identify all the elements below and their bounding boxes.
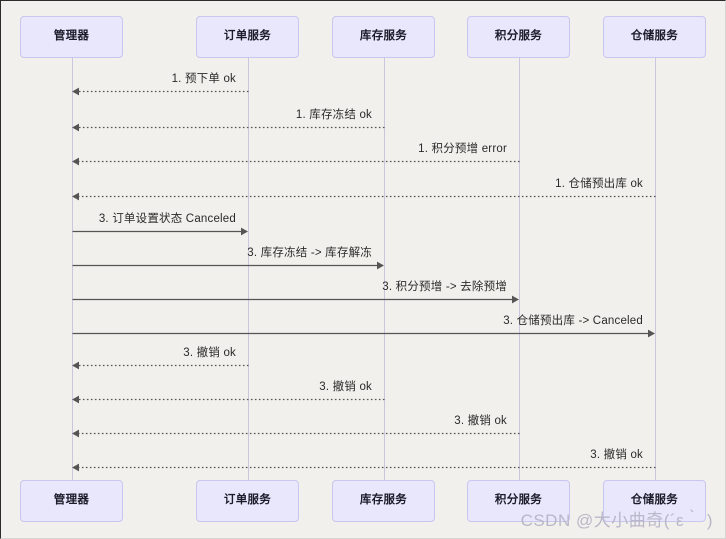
message-arrow-group [72, 87, 656, 472]
participant-box-order-bottom[interactable]: 订单服务 [196, 480, 299, 522]
message-arrowhead-8 [648, 329, 655, 338]
message-arrowhead-7 [512, 295, 519, 304]
message-arrowhead-6 [377, 261, 384, 270]
message-arrowhead-1 [72, 87, 79, 96]
participant-label-inventory: 库存服务 [359, 494, 408, 507]
message-label-1: 1. 预下单 ok [171, 73, 236, 85]
participant-box-mgr-top[interactable]: 管理器 [20, 16, 123, 58]
message-arrowhead-2 [72, 123, 79, 132]
participant-box-inventory-top[interactable]: 库存服务 [332, 16, 435, 58]
message-label-7: 3. 积分预增 -> 去除预增 [382, 281, 507, 293]
message-arrowhead-5 [241, 227, 248, 236]
lifeline-group [72, 58, 656, 480]
participant-label-mgr: 管理器 [53, 30, 90, 43]
message-label-5: 3. 订单设置状态 Canceled [98, 213, 236, 225]
participant-box-mgr-bottom[interactable]: 管理器 [20, 480, 123, 522]
participant-label-warehouse: 仓储服务 [630, 30, 679, 43]
message-label-12: 3. 撤销 ok [590, 449, 643, 461]
message-arrowhead-12 [72, 463, 79, 472]
message-label-3: 1. 积分预增 error [418, 143, 507, 155]
message-arrowhead-3 [72, 157, 79, 166]
participant-box-inventory-bottom[interactable]: 库存服务 [332, 480, 435, 522]
participant-label-points: 积分服务 [494, 494, 543, 507]
message-arrowhead-9 [72, 361, 79, 370]
participant-box-points-bottom[interactable]: 积分服务 [467, 480, 570, 522]
message-label-6: 3. 库存冻结 -> 库存解冻 [247, 247, 372, 259]
message-label-4: 1. 仓储预出库 ok [555, 178, 643, 190]
message-label-10: 3. 撤销 ok [319, 381, 372, 393]
participant-label-points: 积分服务 [494, 30, 543, 43]
participant-label-order: 订单服务 [223, 30, 272, 43]
participant-label-mgr: 管理器 [53, 494, 90, 507]
message-arrowhead-11 [72, 429, 79, 438]
message-arrowhead-10 [72, 395, 79, 404]
participant-label-order: 订单服务 [223, 494, 272, 507]
message-label-9: 3. 撤销 ok [183, 347, 236, 359]
message-label-8: 3. 仓储预出库 -> Canceled [503, 315, 643, 327]
message-label-11: 3. 撤销 ok [454, 415, 507, 427]
participant-box-warehouse-bottom[interactable]: 仓储服务 [603, 480, 706, 522]
participant-label-warehouse: 仓储服务 [630, 494, 679, 507]
message-arrowhead-4 [72, 192, 79, 201]
participant-box-order-top[interactable]: 订单服务 [196, 16, 299, 58]
participant-label-inventory: 库存服务 [359, 30, 408, 43]
participant-box-points-top[interactable]: 积分服务 [467, 16, 570, 58]
participant-box-warehouse-top[interactable]: 仓储服务 [603, 16, 706, 58]
message-label-2: 1. 库存冻结 ok [295, 109, 372, 121]
